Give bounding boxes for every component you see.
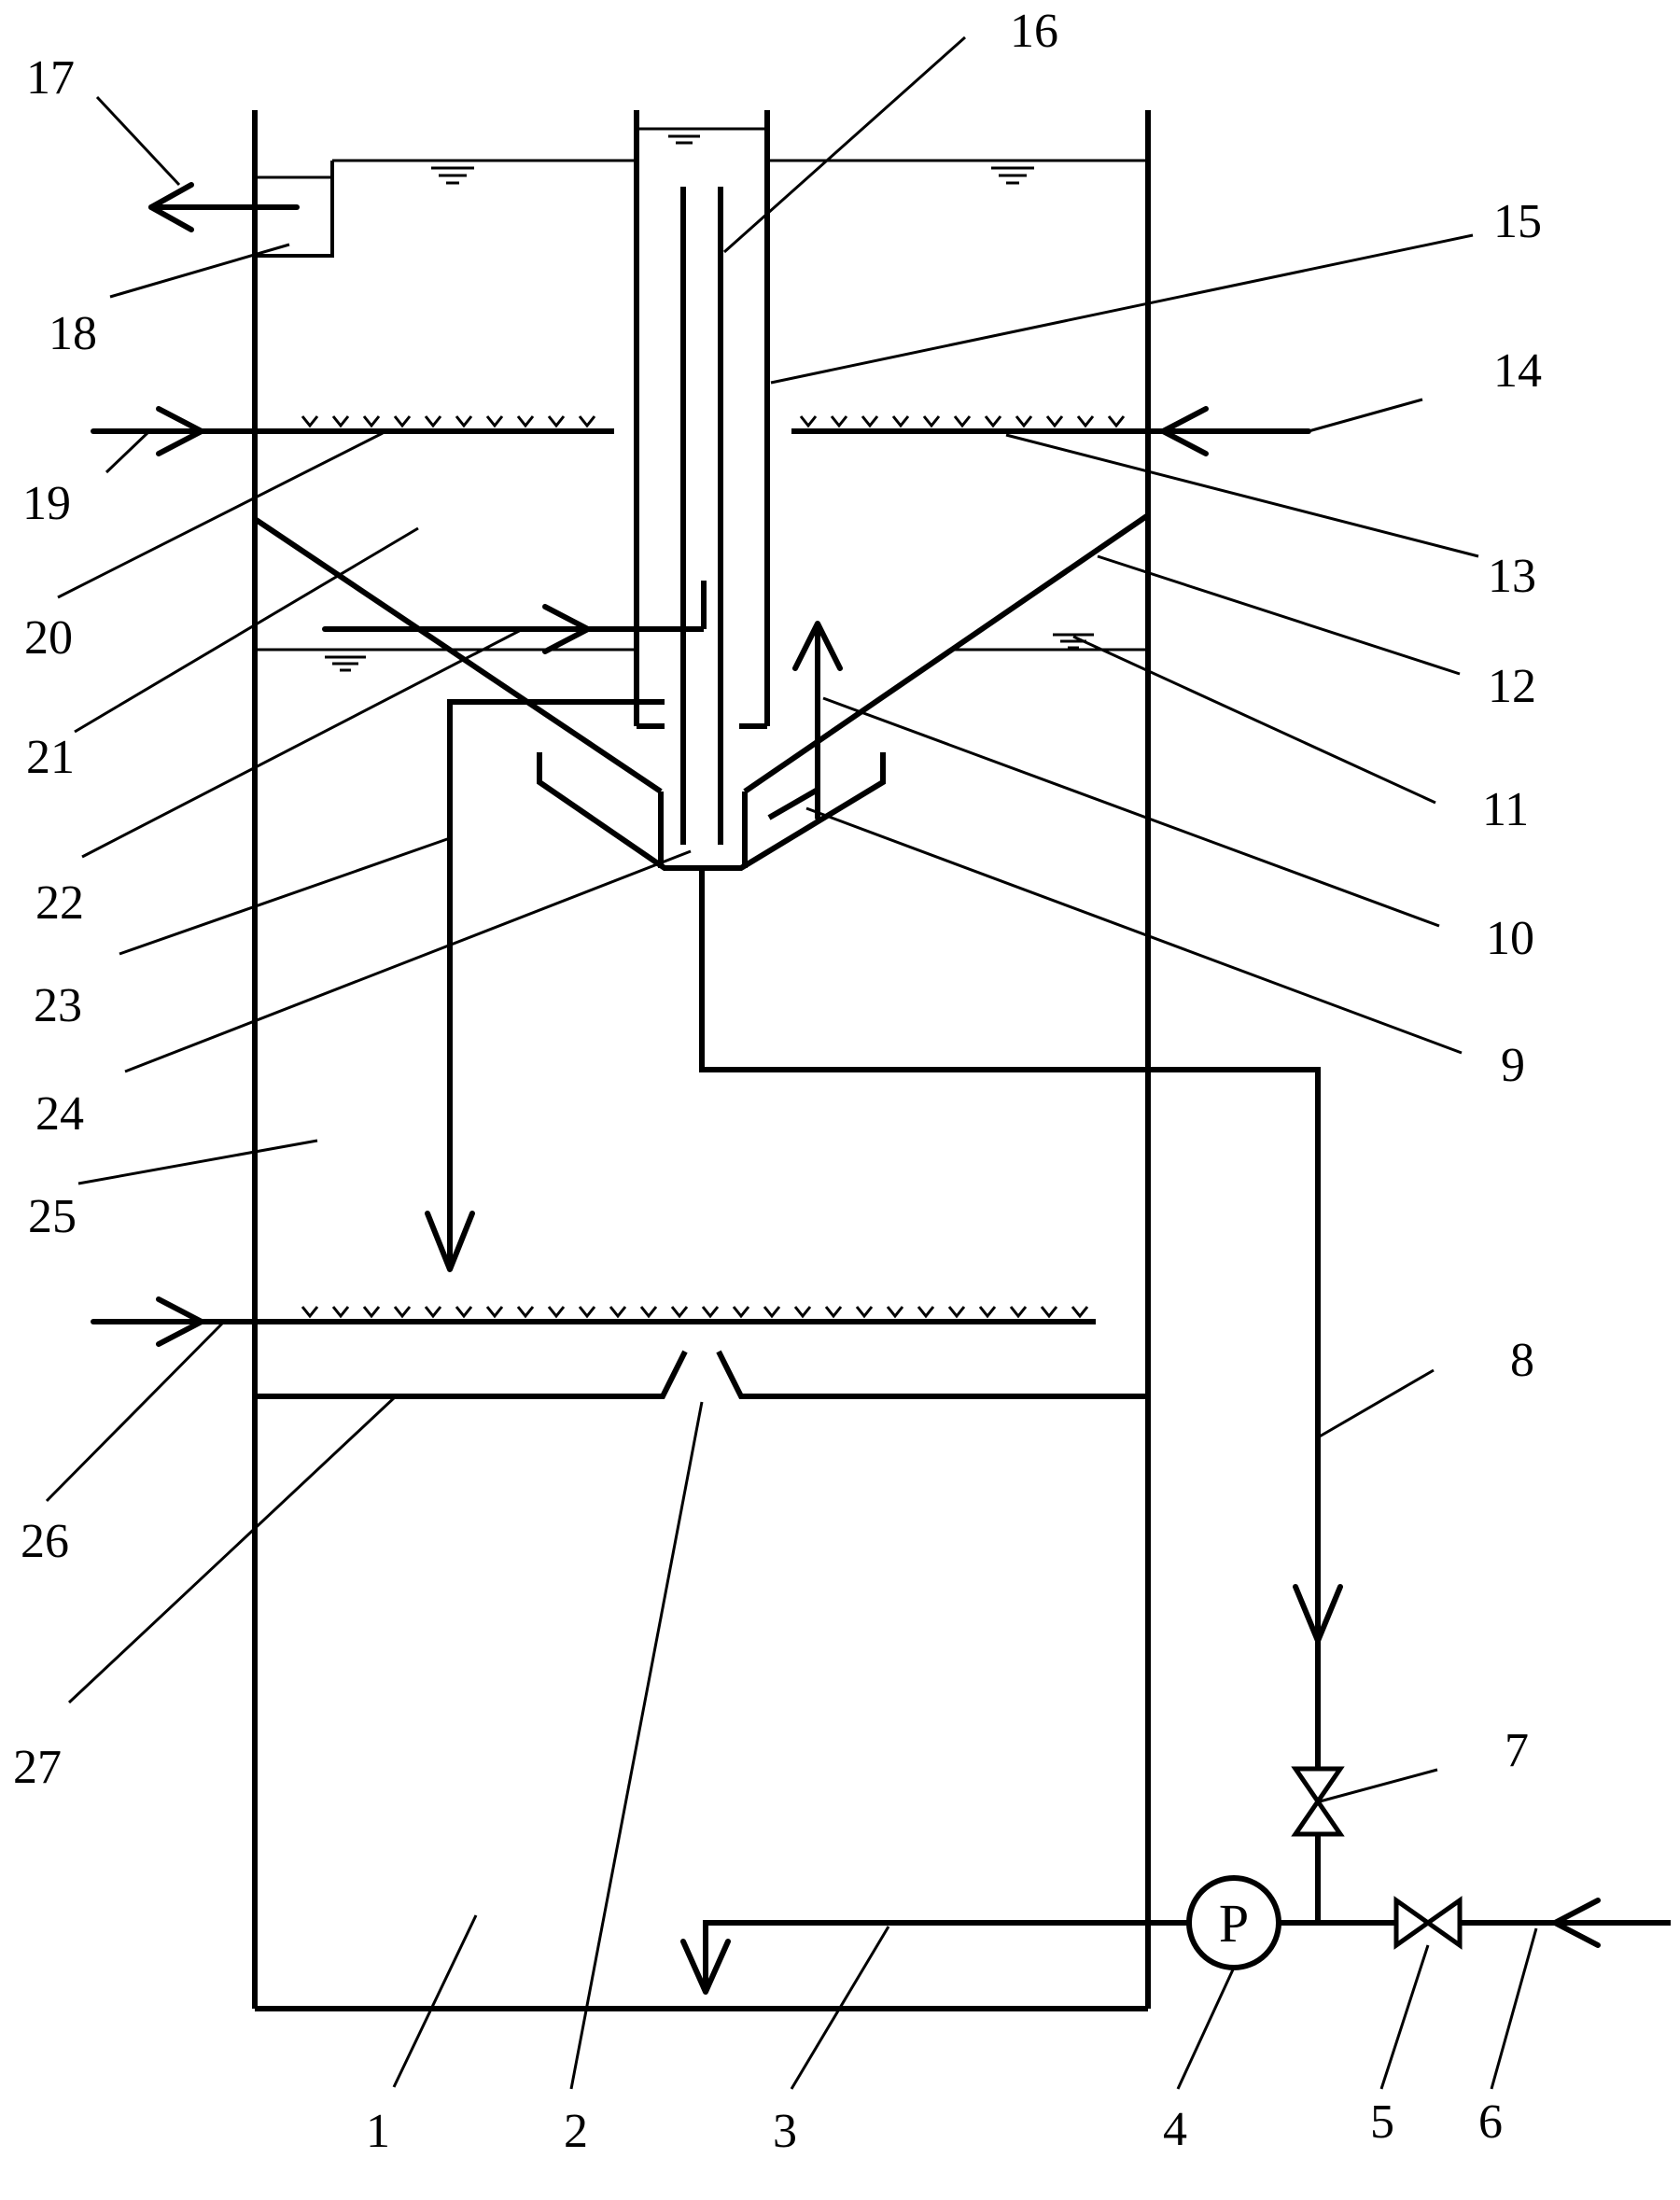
label-21: 21: [26, 731, 75, 784]
valve-7: [1291, 1641, 1345, 1923]
label-5: 5: [1370, 2095, 1394, 2149]
outlet-arrow: [148, 182, 300, 232]
label-23: 23: [34, 979, 82, 1032]
top-water-surface: [332, 159, 1148, 185]
number-labels: 16 17 15 18 14 19 13 20 12 21 11 22 10 2…: [13, 5, 1542, 2158]
label-8: 8: [1510, 1334, 1534, 1387]
inlet-arrow-right: [1145, 406, 1311, 456]
label-2: 2: [564, 2105, 588, 2158]
leader-lines: [45, 35, 1538, 2090]
label-10: 10: [1486, 912, 1534, 965]
pump: P: [1186, 1875, 1281, 1970]
label-1: 1: [366, 2105, 390, 2158]
label-9: 9: [1501, 1039, 1525, 1092]
pump-symbol: P: [1219, 1893, 1249, 1954]
downcomer-pipe: [425, 699, 665, 1272]
label-7: 7: [1505, 1724, 1529, 1777]
central-tube: [634, 110, 770, 729]
label-4: 4: [1163, 2103, 1187, 2156]
label-19: 19: [22, 477, 71, 530]
label-15: 15: [1493, 195, 1542, 248]
right-upper-aerator: [791, 415, 1148, 434]
label-18: 18: [49, 307, 97, 360]
label-11: 11: [1482, 783, 1529, 836]
overflow-weir: [255, 161, 334, 258]
partition-plate: [255, 1350, 1148, 1399]
label-22: 22: [35, 876, 84, 930]
left-upper-aerator: [255, 415, 614, 434]
separator-hopper: [537, 752, 886, 871]
gas-up-arrow: [767, 621, 843, 820]
inlet-arrow-lower: [91, 1296, 258, 1347]
inner-water-level: [255, 633, 1148, 672]
recirculation-pipe: [699, 868, 1343, 1644]
label-24: 24: [35, 1087, 84, 1141]
label-16: 16: [1010, 5, 1058, 58]
sloped-baffles: [253, 512, 1150, 794]
label-17: 17: [26, 51, 75, 105]
label-25: 25: [28, 1190, 77, 1243]
label-20: 20: [24, 611, 73, 665]
inlet-arrow-left: [91, 406, 258, 456]
label-13: 13: [1488, 550, 1536, 603]
lower-aerator: [255, 1306, 1096, 1324]
label-3: 3: [773, 2105, 797, 2158]
feed-arrow: [322, 581, 707, 654]
inner-tubes: [680, 187, 723, 845]
label-27: 27: [13, 1741, 62, 1794]
label-26: 26: [21, 1515, 69, 1568]
discharge-pipe: [680, 1920, 1189, 1995]
feed-line: [1279, 1896, 1671, 1950]
vessel: [252, 110, 1151, 2011]
label-12: 12: [1488, 660, 1536, 713]
label-6: 6: [1478, 2095, 1503, 2149]
label-14: 14: [1493, 344, 1542, 398]
